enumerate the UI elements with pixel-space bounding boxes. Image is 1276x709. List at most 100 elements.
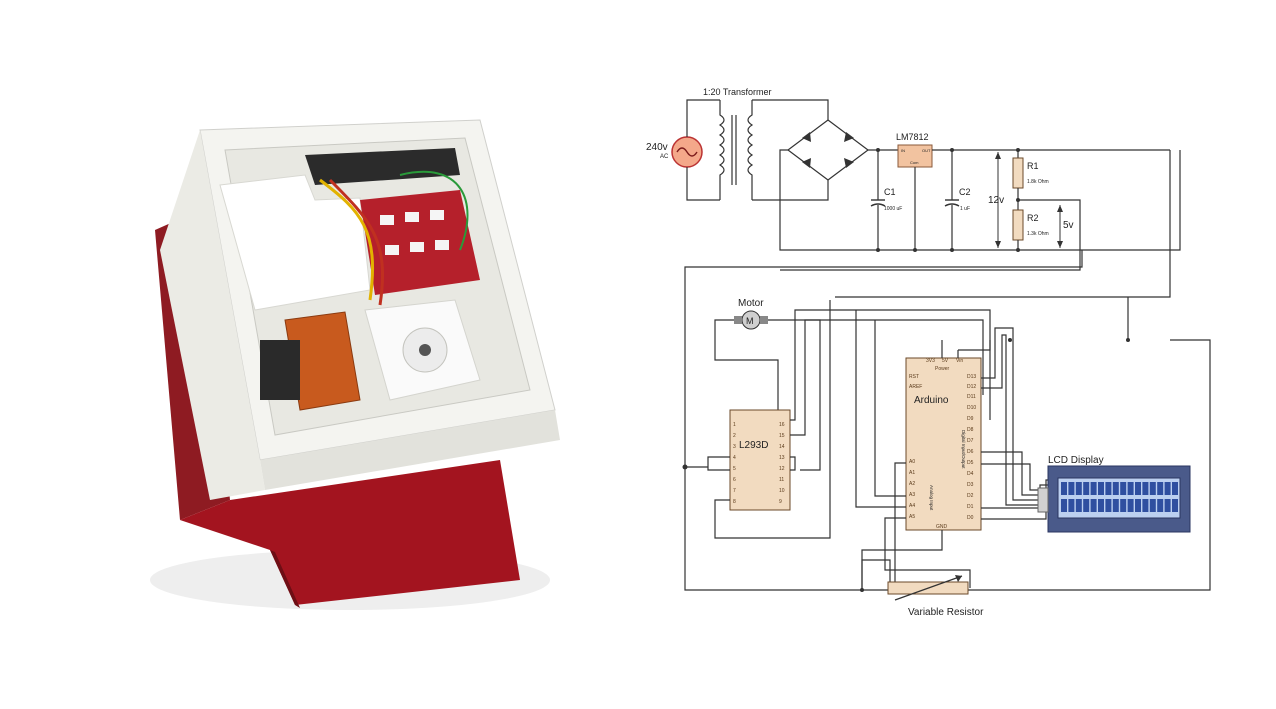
c2-value: 1 uF bbox=[960, 206, 970, 212]
v5-label: 5v bbox=[1063, 220, 1074, 231]
svg-text:A5: A5 bbox=[909, 514, 915, 520]
lcd-cell bbox=[1068, 482, 1075, 495]
svg-text:14: 14 bbox=[779, 444, 785, 450]
r1-value: 1.8k Ohm bbox=[1027, 179, 1049, 185]
regulator-pin-com: Com bbox=[910, 160, 919, 165]
svg-text:A0: A0 bbox=[909, 459, 915, 465]
svg-text:RST: RST bbox=[909, 374, 919, 380]
lcd-cell bbox=[1172, 482, 1178, 495]
lcd-cell bbox=[1105, 499, 1112, 512]
arduino-power-label: Power bbox=[935, 366, 950, 372]
lcd-characters bbox=[1061, 482, 1178, 512]
arduino-analog-label: Analog Input bbox=[929, 485, 934, 511]
svg-text:D12: D12 bbox=[967, 384, 976, 390]
bridge-rectifier-icon bbox=[787, 119, 869, 181]
lcd-cell bbox=[1105, 482, 1112, 495]
svg-text:D0: D0 bbox=[967, 515, 974, 521]
lcd-cell bbox=[1061, 499, 1067, 512]
lcd-cell bbox=[1083, 499, 1090, 512]
arduino-digital-label: Digital Input/Output bbox=[961, 430, 966, 469]
lcd-cell bbox=[1075, 482, 1082, 495]
source-sub-label: AC bbox=[660, 154, 669, 160]
arduino-board bbox=[905, 357, 982, 531]
c2-label: C2 bbox=[959, 187, 971, 197]
svg-text:13: 13 bbox=[779, 455, 785, 461]
lcd-cell bbox=[1127, 499, 1134, 512]
svg-text:1: 1 bbox=[733, 422, 736, 428]
device-photo bbox=[60, 80, 620, 640]
svg-text:D5: D5 bbox=[967, 460, 974, 466]
arduino-pin-vin: Vin bbox=[956, 358, 963, 364]
device-illustration bbox=[150, 119, 560, 610]
svg-text:D1: D1 bbox=[967, 504, 974, 510]
lcd-cell bbox=[1172, 499, 1178, 512]
svg-text:10: 10 bbox=[779, 488, 785, 494]
svg-text:D7: D7 bbox=[967, 438, 974, 444]
lcd-cell bbox=[1157, 482, 1164, 495]
svg-text:AREF: AREF bbox=[909, 384, 922, 390]
svg-text:A3: A3 bbox=[909, 492, 915, 498]
lcd-cell bbox=[1075, 499, 1082, 512]
svg-text:6: 6 bbox=[733, 477, 736, 483]
svg-text:9: 9 bbox=[779, 499, 782, 505]
lcd-cell bbox=[1149, 499, 1156, 512]
arduino-gnd-label: GND bbox=[936, 524, 948, 530]
svg-text:D4: D4 bbox=[967, 471, 974, 477]
lcd-cell bbox=[1090, 499, 1097, 512]
r1-label: R1 bbox=[1027, 161, 1039, 171]
r2-label: R2 bbox=[1027, 213, 1039, 223]
lcd-cell bbox=[1142, 499, 1149, 512]
svg-text:11: 11 bbox=[779, 477, 784, 483]
lcd-cell bbox=[1068, 499, 1075, 512]
arduino-pin-3v3: 3V3 bbox=[926, 358, 935, 364]
svg-text:7: 7 bbox=[733, 488, 736, 494]
lcd-cell bbox=[1061, 482, 1067, 495]
lcd-cell bbox=[1098, 482, 1104, 495]
pot-label: Variable Resistor bbox=[908, 607, 984, 618]
svg-text:D10: D10 bbox=[967, 405, 976, 411]
svg-text:A4: A4 bbox=[909, 503, 915, 509]
svg-text:8: 8 bbox=[733, 499, 736, 505]
c1-label: C1 bbox=[884, 187, 896, 197]
driver-chip bbox=[729, 409, 791, 511]
svg-text:D8: D8 bbox=[967, 427, 974, 433]
lcd-cell bbox=[1112, 482, 1119, 495]
svg-text:3: 3 bbox=[733, 444, 736, 450]
svg-text:2: 2 bbox=[733, 433, 736, 439]
lcd-cell bbox=[1149, 482, 1156, 495]
lcd-cell bbox=[1127, 482, 1134, 495]
lcd-cell bbox=[1112, 499, 1119, 512]
lcd-cell bbox=[1164, 482, 1171, 495]
lcd-cell bbox=[1098, 499, 1104, 512]
lcd-cell bbox=[1164, 499, 1171, 512]
lcd-cell bbox=[1083, 482, 1090, 495]
svg-text:A2: A2 bbox=[909, 481, 915, 487]
driver-left-pins: 1 2 3 4 5 6 7 8 bbox=[733, 422, 736, 505]
svg-text:D2: D2 bbox=[967, 493, 974, 499]
svg-text:4: 4 bbox=[733, 455, 736, 461]
driver-right-pins: 16 15 14 13 12 11 10 9 bbox=[779, 422, 785, 505]
driver-label: L293D bbox=[739, 440, 768, 451]
arduino-right-pins: D13 D12 D11 D10 D9 D8 D7 D6 D5 D4 D3 D2 … bbox=[967, 374, 976, 521]
motor-label: Motor bbox=[738, 298, 764, 309]
svg-text:16: 16 bbox=[779, 422, 785, 428]
transformer-label: 1:20 Transformer bbox=[703, 87, 772, 97]
v12-label: 12v bbox=[988, 195, 1004, 206]
lcd-cell bbox=[1135, 499, 1141, 512]
r2-value: 1.3k Ohm bbox=[1027, 231, 1049, 237]
circuit-schematic: 240v AC 1:20 Transformer LM7812 IN OUT bbox=[630, 60, 1250, 660]
svg-text:A1: A1 bbox=[909, 470, 915, 476]
svg-text:12: 12 bbox=[779, 466, 785, 472]
lcd-cell bbox=[1157, 499, 1164, 512]
regulator-pin-out: OUT bbox=[922, 148, 931, 153]
regulator-label: LM7812 bbox=[896, 132, 929, 142]
lcd-cell bbox=[1090, 482, 1097, 495]
source-label: 240v bbox=[646, 142, 668, 153]
svg-text:D9: D9 bbox=[967, 416, 974, 422]
lcd-cell bbox=[1120, 499, 1127, 512]
lcd-label: LCD Display bbox=[1048, 455, 1104, 466]
arduino-label: Arduino bbox=[914, 395, 949, 406]
c1-value: 1000 uF bbox=[884, 206, 902, 212]
svg-text:D6: D6 bbox=[967, 449, 974, 455]
r1-icon bbox=[1012, 157, 1024, 189]
